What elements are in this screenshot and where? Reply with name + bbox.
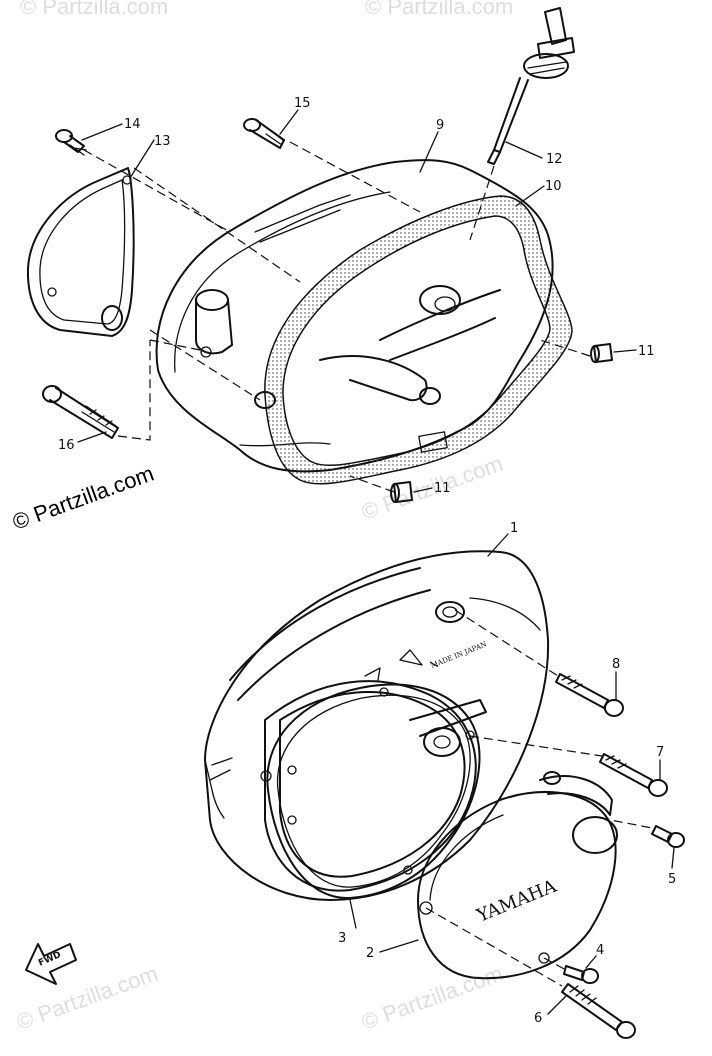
faint-watermark-bottom-left: © Partzilla.com [13, 961, 161, 1035]
upper-assembly-lines [83, 141, 591, 493]
faint-watermark-top: © Partzilla.com [365, 0, 513, 19]
label-part-5: 5 [668, 872, 676, 887]
part-10-gasket [264, 195, 573, 485]
part-13-cover-plate [26, 167, 135, 337]
label-part-11-upper: 11 [638, 344, 655, 359]
part-6-bolt [561, 983, 636, 1039]
fwd-label: FWD [37, 950, 63, 969]
label-part-4: 4 [596, 943, 604, 958]
label-part-3: 3 [338, 931, 346, 946]
part-3-gasket [266, 683, 481, 900]
lower-assembly-lines [425, 609, 653, 987]
faint-watermark-bottom-right: © Partzilla.com [358, 961, 506, 1035]
part-4-screw [563, 965, 599, 984]
label-part-12: 12 [546, 152, 563, 167]
part-2-generator-cover: YAMAHA [417, 771, 618, 980]
part-11-dowel-pin-lower [390, 481, 413, 503]
made-in-japan-emboss: MADE IN JAPAN [430, 640, 488, 670]
label-part-14: 14 [124, 117, 141, 132]
faint-watermark-top-left: © Partzilla.com [20, 0, 168, 19]
label-part-13: 13 [154, 134, 171, 149]
label-part-10: 10 [545, 179, 562, 194]
label-part-9: 9 [436, 118, 444, 133]
part-14-screw [55, 129, 87, 156]
part-1-crankcase-cover-left [204, 550, 550, 901]
label-part-6: 6 [534, 1011, 542, 1026]
part-8-screw [555, 673, 624, 717]
label-part-16: 16 [58, 438, 75, 453]
label-part-2: 2 [366, 946, 374, 961]
label-part-8: 8 [612, 657, 620, 672]
yamaha-emboss: YAMAHA [473, 875, 560, 927]
label-part-1: 1 [510, 521, 518, 536]
part-11-dowel-pin-upper [590, 343, 613, 363]
part-12-dipstick [487, 7, 575, 165]
part-7-screw [599, 753, 668, 797]
watermark-primary: © Partzilla.com [9, 461, 157, 535]
faint-watermarks: © Partzilla.com © Partzilla.com © Partzi… [13, 0, 513, 1035]
label-part-15: 15 [294, 96, 311, 111]
label-part-11-lower: 11 [434, 481, 451, 496]
part-number-labels: 14 13 15 9 12 10 11 16 11 1 8 7 5 3 2 4 [58, 96, 676, 1026]
part-5-screw [651, 825, 685, 848]
part-16-bolt [42, 385, 119, 439]
label-part-7: 7 [656, 745, 664, 760]
part-15-screw [243, 118, 285, 149]
fwd-direction-arrow: FWD [25, 943, 77, 985]
